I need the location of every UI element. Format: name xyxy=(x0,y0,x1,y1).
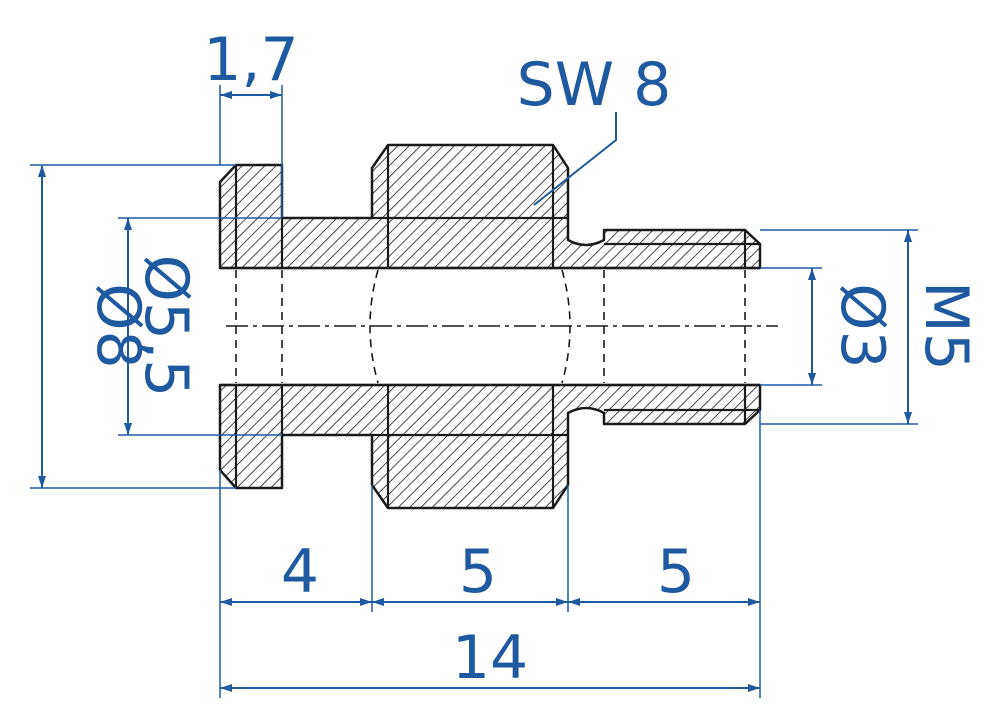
dim-flange-thickness: 1,7 xyxy=(203,25,298,95)
dim-length-shank: 4 xyxy=(281,537,319,607)
dim-length-hex: 5 xyxy=(459,537,497,607)
part-section xyxy=(218,143,778,510)
dim-wrench-size: SW 8 xyxy=(517,50,672,120)
dimension-layer: 1,7 SW 8 Ø8 Ø5,5 Ø3 M5 4 5 xyxy=(30,25,981,698)
dim-flange-diameter: Ø8 xyxy=(83,283,153,368)
upper-flange-section xyxy=(218,143,762,270)
dim-thread: M5 xyxy=(911,281,981,371)
dim-length-thread: 5 xyxy=(657,537,695,607)
dim-overall-length: 14 xyxy=(452,623,528,693)
leader-wrench-size xyxy=(533,112,617,206)
dim-shank-diameter: Ø5,5 xyxy=(131,255,201,398)
lower-flange-section xyxy=(218,383,762,510)
dim-bore-diameter: Ø3 xyxy=(827,283,897,368)
